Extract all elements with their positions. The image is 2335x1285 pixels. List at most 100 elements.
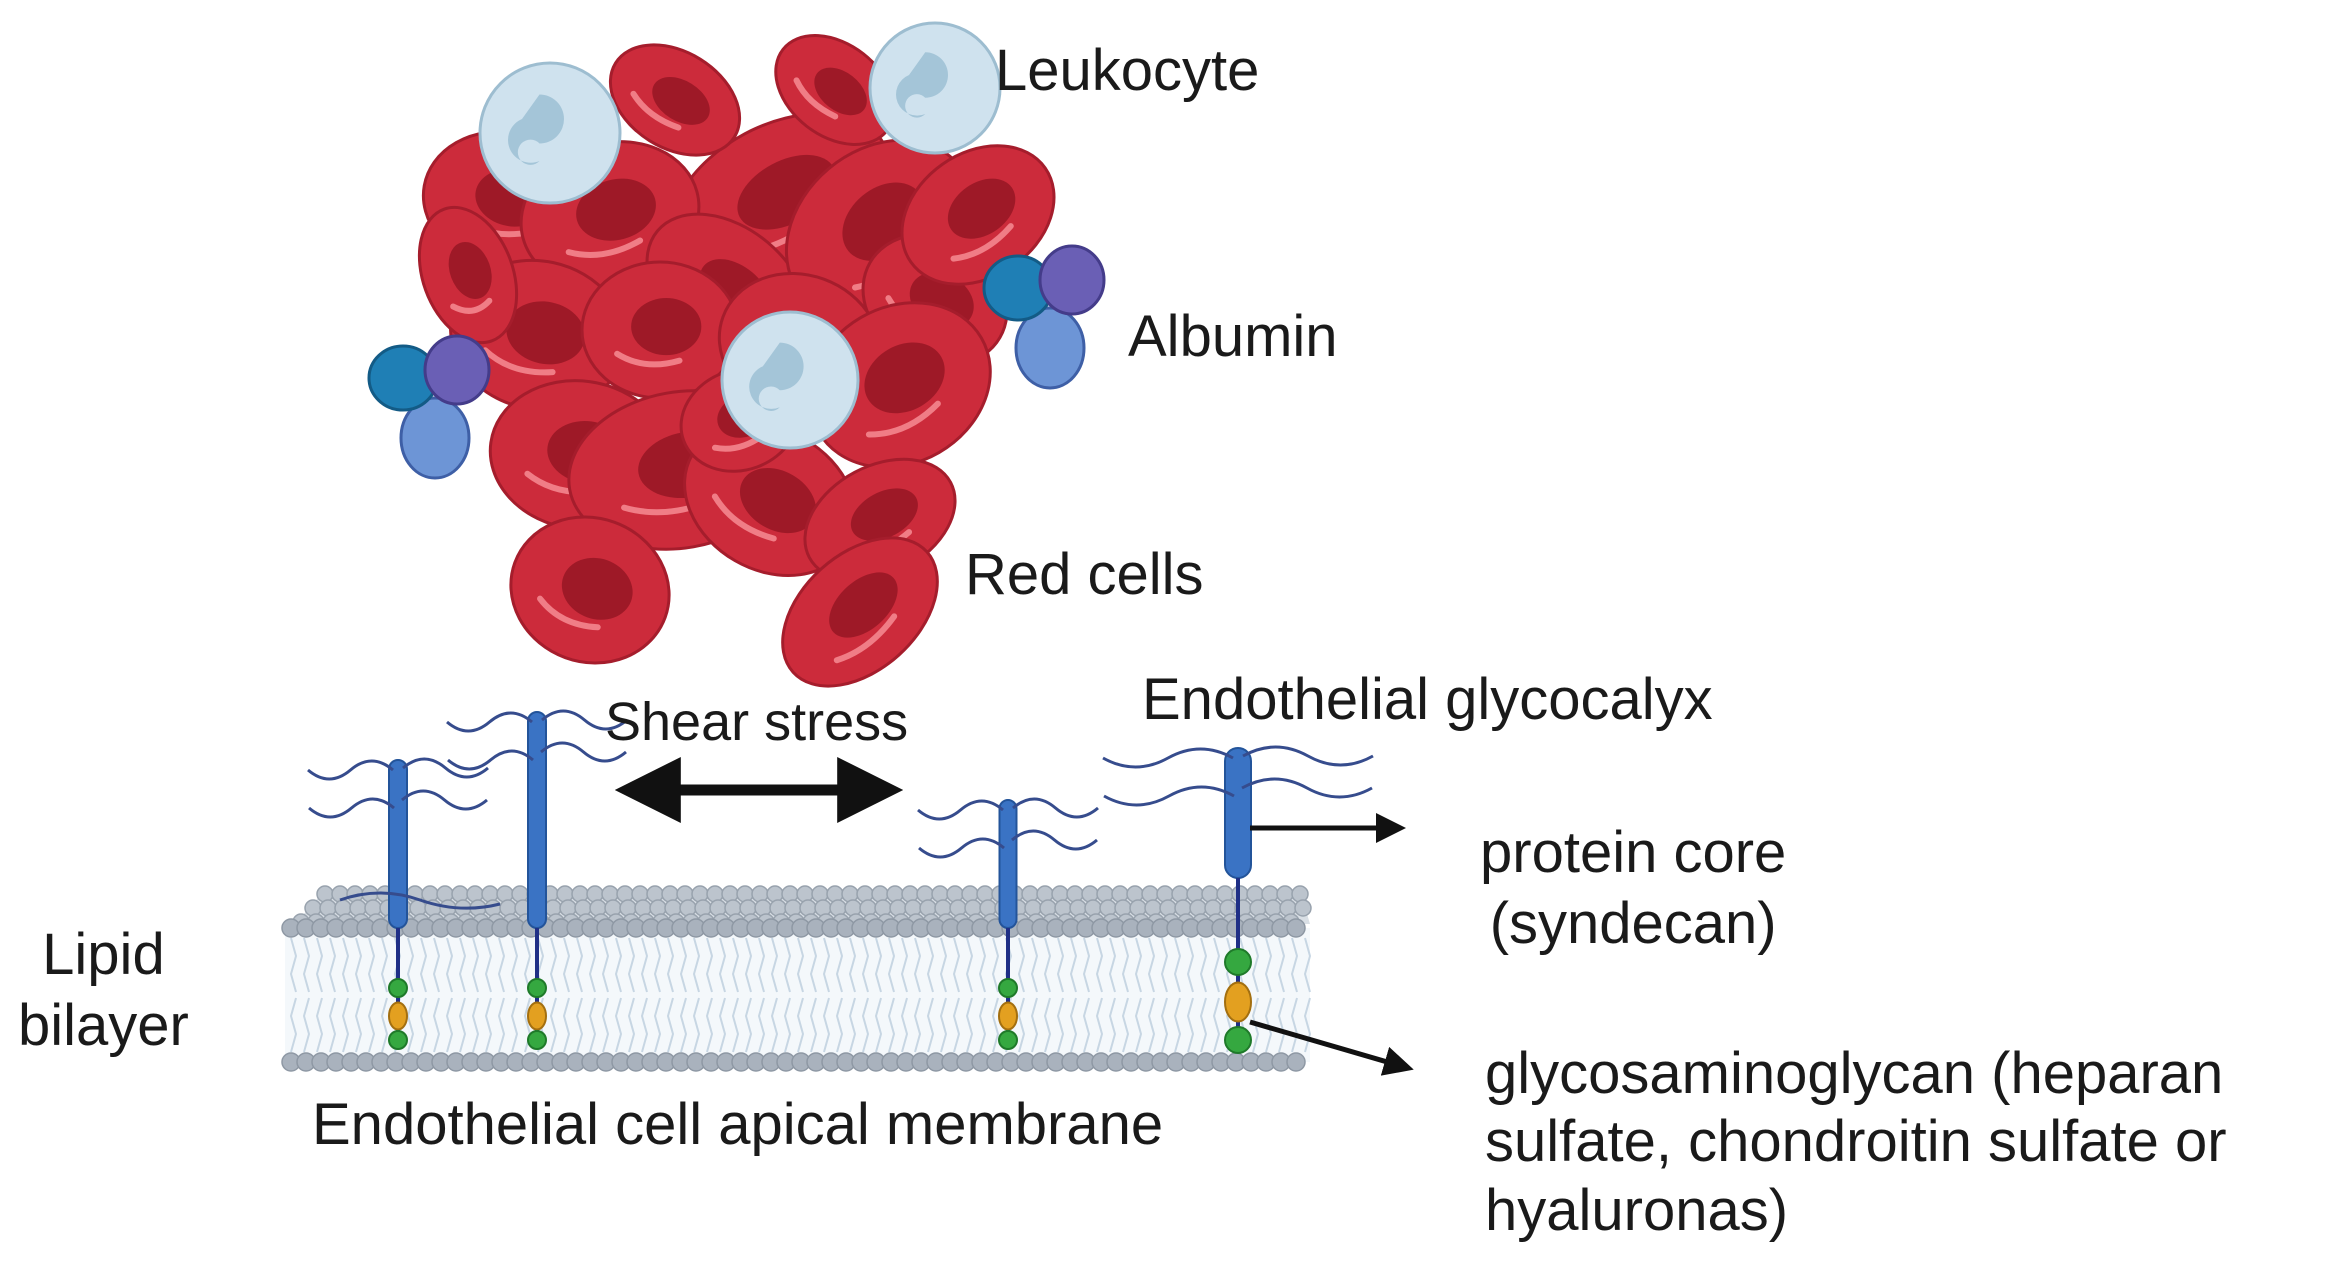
lipid-tail bbox=[1212, 997, 1221, 1053]
red-cell-center bbox=[506, 301, 585, 365]
lipid-tail bbox=[341, 937, 350, 993]
lipid-tail bbox=[939, 997, 948, 1053]
lipid-tail bbox=[627, 997, 636, 1053]
lipid-tail bbox=[315, 997, 324, 1053]
lipid-head bbox=[796, 885, 814, 903]
albumin-domain bbox=[1014, 306, 1086, 390]
lipid-tail bbox=[991, 937, 1000, 993]
lipid-tail bbox=[1303, 997, 1312, 1053]
lipid-tail bbox=[484, 997, 493, 1053]
lipid-head bbox=[481, 885, 499, 903]
lipid-tail bbox=[1147, 937, 1156, 993]
lipid-tail bbox=[887, 997, 896, 1053]
lipid-head bbox=[751, 885, 769, 903]
lipid-tail bbox=[575, 937, 584, 993]
lipid-tail bbox=[1277, 997, 1286, 1053]
lipid-tail bbox=[666, 937, 675, 993]
lipid-head bbox=[1171, 885, 1189, 903]
lipid-head bbox=[766, 885, 784, 903]
gag-green-bead bbox=[527, 978, 547, 998]
lipid-tail bbox=[653, 937, 662, 993]
lipid-tail bbox=[952, 997, 961, 1053]
red-cell-highlight bbox=[537, 595, 601, 631]
lipid-head bbox=[421, 885, 439, 903]
lipid-head bbox=[1054, 899, 1072, 917]
lipid-head bbox=[574, 899, 592, 917]
lipid-tail bbox=[484, 937, 493, 993]
lipid-tail bbox=[692, 937, 701, 993]
lipid-tail bbox=[913, 997, 922, 1053]
lipid-tail bbox=[588, 937, 597, 993]
gag-orange-bead bbox=[527, 1001, 547, 1031]
red-cell-center bbox=[561, 557, 633, 620]
red-cell-highlight bbox=[950, 223, 1014, 262]
lipid-head bbox=[919, 899, 937, 917]
lipid-tail bbox=[588, 997, 597, 1053]
red-cell-highlight bbox=[614, 350, 683, 368]
lipid-tail bbox=[497, 997, 506, 1053]
gag-green-bead bbox=[388, 978, 408, 998]
red-cell-highlight bbox=[630, 90, 682, 131]
glycan-chain bbox=[1241, 777, 1373, 799]
lipid-tail bbox=[1108, 937, 1117, 993]
lipid-tail bbox=[809, 997, 818, 1053]
albumin-molecule bbox=[982, 244, 1106, 390]
lipid-head bbox=[601, 885, 619, 903]
albumin-domain bbox=[423, 334, 491, 406]
red-cell-center bbox=[829, 572, 898, 638]
leukocyte-label: Leukocyte bbox=[995, 38, 1260, 103]
lipid-tail bbox=[809, 937, 818, 993]
lipid-tail bbox=[744, 937, 753, 993]
lipid-tail bbox=[770, 937, 779, 993]
albumin-molecule bbox=[367, 334, 491, 480]
lipid-tail bbox=[692, 997, 701, 1053]
lipid-head bbox=[496, 885, 514, 903]
lipid-head bbox=[814, 899, 832, 917]
syndecan-core bbox=[998, 799, 1018, 929]
leukocyte-nucleus bbox=[749, 342, 804, 411]
lipid-tail bbox=[926, 937, 935, 993]
lipid-head bbox=[964, 899, 982, 917]
glycan-chain bbox=[307, 759, 394, 781]
red-cell-center bbox=[947, 178, 1016, 239]
syndecan-core bbox=[1224, 747, 1252, 879]
lipid-head bbox=[604, 899, 622, 917]
leukocyte-nucleus bbox=[508, 94, 564, 165]
lipid-head bbox=[1051, 885, 1069, 903]
glycan-chain bbox=[446, 711, 533, 733]
syndecan-core bbox=[527, 711, 547, 929]
lipid-head bbox=[784, 899, 802, 917]
lipid-head bbox=[694, 899, 712, 917]
gag-green-bead bbox=[1224, 1026, 1252, 1054]
lipid-head bbox=[1189, 899, 1207, 917]
lipid-tail bbox=[1290, 937, 1299, 993]
gag-green-bead bbox=[388, 1030, 408, 1050]
lipid-tail bbox=[835, 937, 844, 993]
glycosaminoglycan-label: glycosaminoglycan (heparan sulfate, chon… bbox=[1485, 1040, 2227, 1245]
lipid-head bbox=[1126, 885, 1144, 903]
lipid-head bbox=[1249, 899, 1267, 917]
lipid-tail bbox=[640, 937, 649, 993]
lipid-bilayer-line-1: Lipid bbox=[42, 922, 165, 987]
lipid-head bbox=[1084, 899, 1102, 917]
lipid-head bbox=[586, 885, 604, 903]
lipid-tail bbox=[367, 997, 376, 1053]
lipid-head bbox=[979, 899, 997, 917]
syndecan-protein bbox=[446, 709, 628, 1050]
lipid-head bbox=[646, 885, 664, 903]
lipid-head bbox=[1294, 899, 1312, 917]
lipid-tail bbox=[1043, 937, 1052, 993]
lipid-head bbox=[691, 885, 709, 903]
lipid-tail bbox=[731, 997, 740, 1053]
lipid-tail bbox=[991, 997, 1000, 1053]
red-cell-center bbox=[864, 342, 945, 414]
lipid-head bbox=[1021, 885, 1039, 903]
lipid-head bbox=[1069, 899, 1087, 917]
lipid-head bbox=[934, 899, 952, 917]
lipid-tail bbox=[705, 937, 714, 993]
lipid-head bbox=[1144, 899, 1162, 917]
lipid-head bbox=[334, 899, 352, 917]
lipid-tail bbox=[1173, 997, 1182, 1053]
lipid-head bbox=[679, 899, 697, 917]
